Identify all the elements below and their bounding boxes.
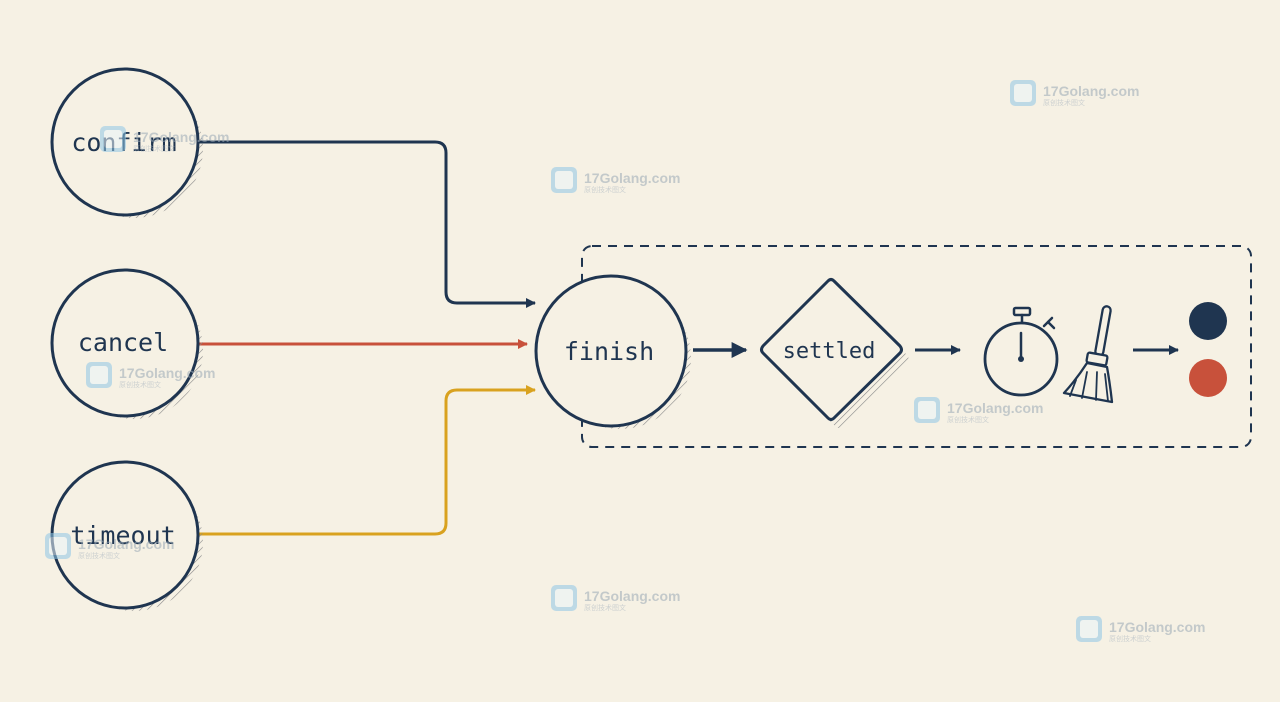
finish-label: finish bbox=[564, 337, 654, 366]
svg-text:原创技术图文: 原创技术图文 bbox=[133, 144, 175, 153]
svg-text:17Golang.com: 17Golang.com bbox=[78, 536, 174, 552]
result-dot-navy bbox=[1189, 302, 1227, 340]
timeout-node: timeout bbox=[50, 460, 203, 611]
svg-text:原创技术图文: 原创技术图文 bbox=[119, 380, 161, 389]
svg-text:17Golang.com: 17Golang.com bbox=[1043, 83, 1139, 99]
svg-text:原创技术图文: 原创技术图文 bbox=[947, 415, 989, 424]
cancel-node: cancel bbox=[50, 268, 203, 419]
finish-node: finish bbox=[534, 274, 691, 429]
svg-text:原创技术图文: 原创技术图文 bbox=[1109, 634, 1151, 643]
watermark: 17Golang.com 原创技术图文 bbox=[914, 397, 1043, 424]
timeout-connector bbox=[198, 385, 536, 536]
watermark: 17Golang.com 原创技术图文 bbox=[1076, 616, 1205, 643]
svg-text:17Golang.com: 17Golang.com bbox=[133, 129, 229, 145]
cancel-label: cancel bbox=[78, 328, 168, 357]
svg-text:17Golang.com: 17Golang.com bbox=[584, 170, 680, 186]
watermark: 17Golang.com 原创技术图文 bbox=[100, 126, 229, 153]
svg-text:17Golang.com: 17Golang.com bbox=[584, 588, 680, 604]
watermark: 17Golang.com 原创技术图文 bbox=[1010, 80, 1139, 107]
watermark: 17Golang.com 原创技术图文 bbox=[86, 362, 215, 389]
svg-text:原创技术图文: 原创技术图文 bbox=[584, 603, 626, 612]
svg-text:原创技术图文: 原创技术图文 bbox=[1043, 98, 1085, 107]
svg-text:原创技术图文: 原创技术图文 bbox=[584, 185, 626, 194]
broom-icon bbox=[1062, 305, 1114, 404]
stopwatch-icon bbox=[983, 306, 1059, 397]
svg-text:17Golang.com: 17Golang.com bbox=[119, 365, 215, 381]
watermark: 17Golang.com 原创技术图文 bbox=[551, 585, 680, 612]
svg-text:原创技术图文: 原创技术图文 bbox=[78, 551, 120, 560]
watermark: 17Golang.com 原创技术图文 bbox=[551, 167, 680, 194]
confirm-connector bbox=[198, 140, 536, 308]
svg-text:17Golang.com: 17Golang.com bbox=[947, 400, 1043, 416]
timeout-label: timeout bbox=[70, 521, 175, 550]
result-dot-red bbox=[1189, 359, 1227, 397]
settled-label: settled bbox=[783, 339, 876, 364]
svg-text:17Golang.com: 17Golang.com bbox=[1109, 619, 1205, 635]
settled-node: settled bbox=[760, 278, 909, 428]
watermark: 17Golang.com 原创技术图文 bbox=[45, 533, 174, 560]
